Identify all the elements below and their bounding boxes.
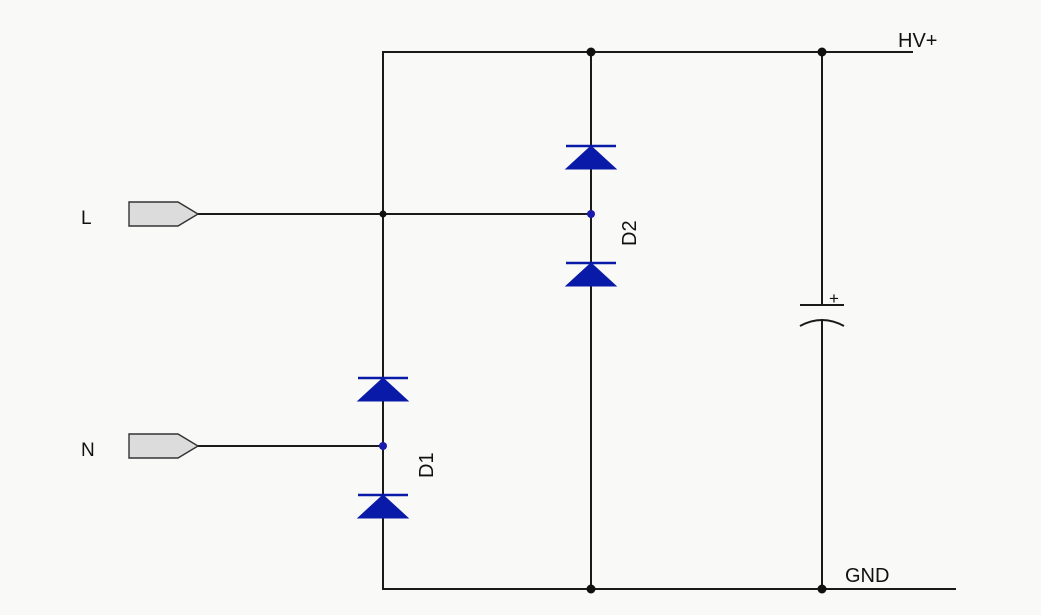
gnd-net-label: GND bbox=[845, 565, 889, 587]
junctions bbox=[379, 47, 827, 594]
junction-line-d1col bbox=[379, 210, 387, 218]
d1-lower-triangle bbox=[356, 494, 410, 519]
d2-reference-label: D2 bbox=[619, 220, 641, 246]
neutral-label: N bbox=[81, 440, 95, 461]
line-terminal-connector bbox=[128, 201, 200, 227]
diode-d2: D2 bbox=[564, 144, 641, 287]
junction-top-cap bbox=[817, 47, 827, 57]
wires bbox=[197, 51, 956, 590]
d1-upper-triangle bbox=[356, 377, 410, 402]
d2-lower-diode bbox=[564, 261, 618, 287]
line-terminal: L bbox=[81, 201, 200, 229]
hv-plus-net-label: HV+ bbox=[898, 30, 937, 52]
d1-lower-diode bbox=[356, 493, 410, 519]
capacitor: + bbox=[799, 289, 845, 327]
d2-upper-triangle bbox=[564, 145, 618, 170]
junction-bottom-d2 bbox=[586, 584, 596, 594]
neutral-terminal: N bbox=[81, 433, 200, 461]
cap-negative-plate bbox=[799, 319, 845, 327]
junction-top-d2 bbox=[586, 47, 596, 57]
d2-lower-triangle bbox=[564, 262, 618, 287]
junction-line-d2 bbox=[587, 210, 595, 218]
cap-polarity-mark: + bbox=[829, 289, 839, 308]
diode-d1: D1 bbox=[356, 376, 438, 519]
d2-upper-diode bbox=[564, 144, 618, 170]
junction-neutral-d1 bbox=[379, 442, 387, 450]
d1-upper-diode bbox=[356, 376, 410, 402]
line-label: L bbox=[81, 208, 92, 229]
neutral-terminal-connector bbox=[128, 433, 200, 459]
junction-bottom-cap bbox=[817, 584, 827, 594]
d1-reference-label: D1 bbox=[416, 452, 438, 478]
